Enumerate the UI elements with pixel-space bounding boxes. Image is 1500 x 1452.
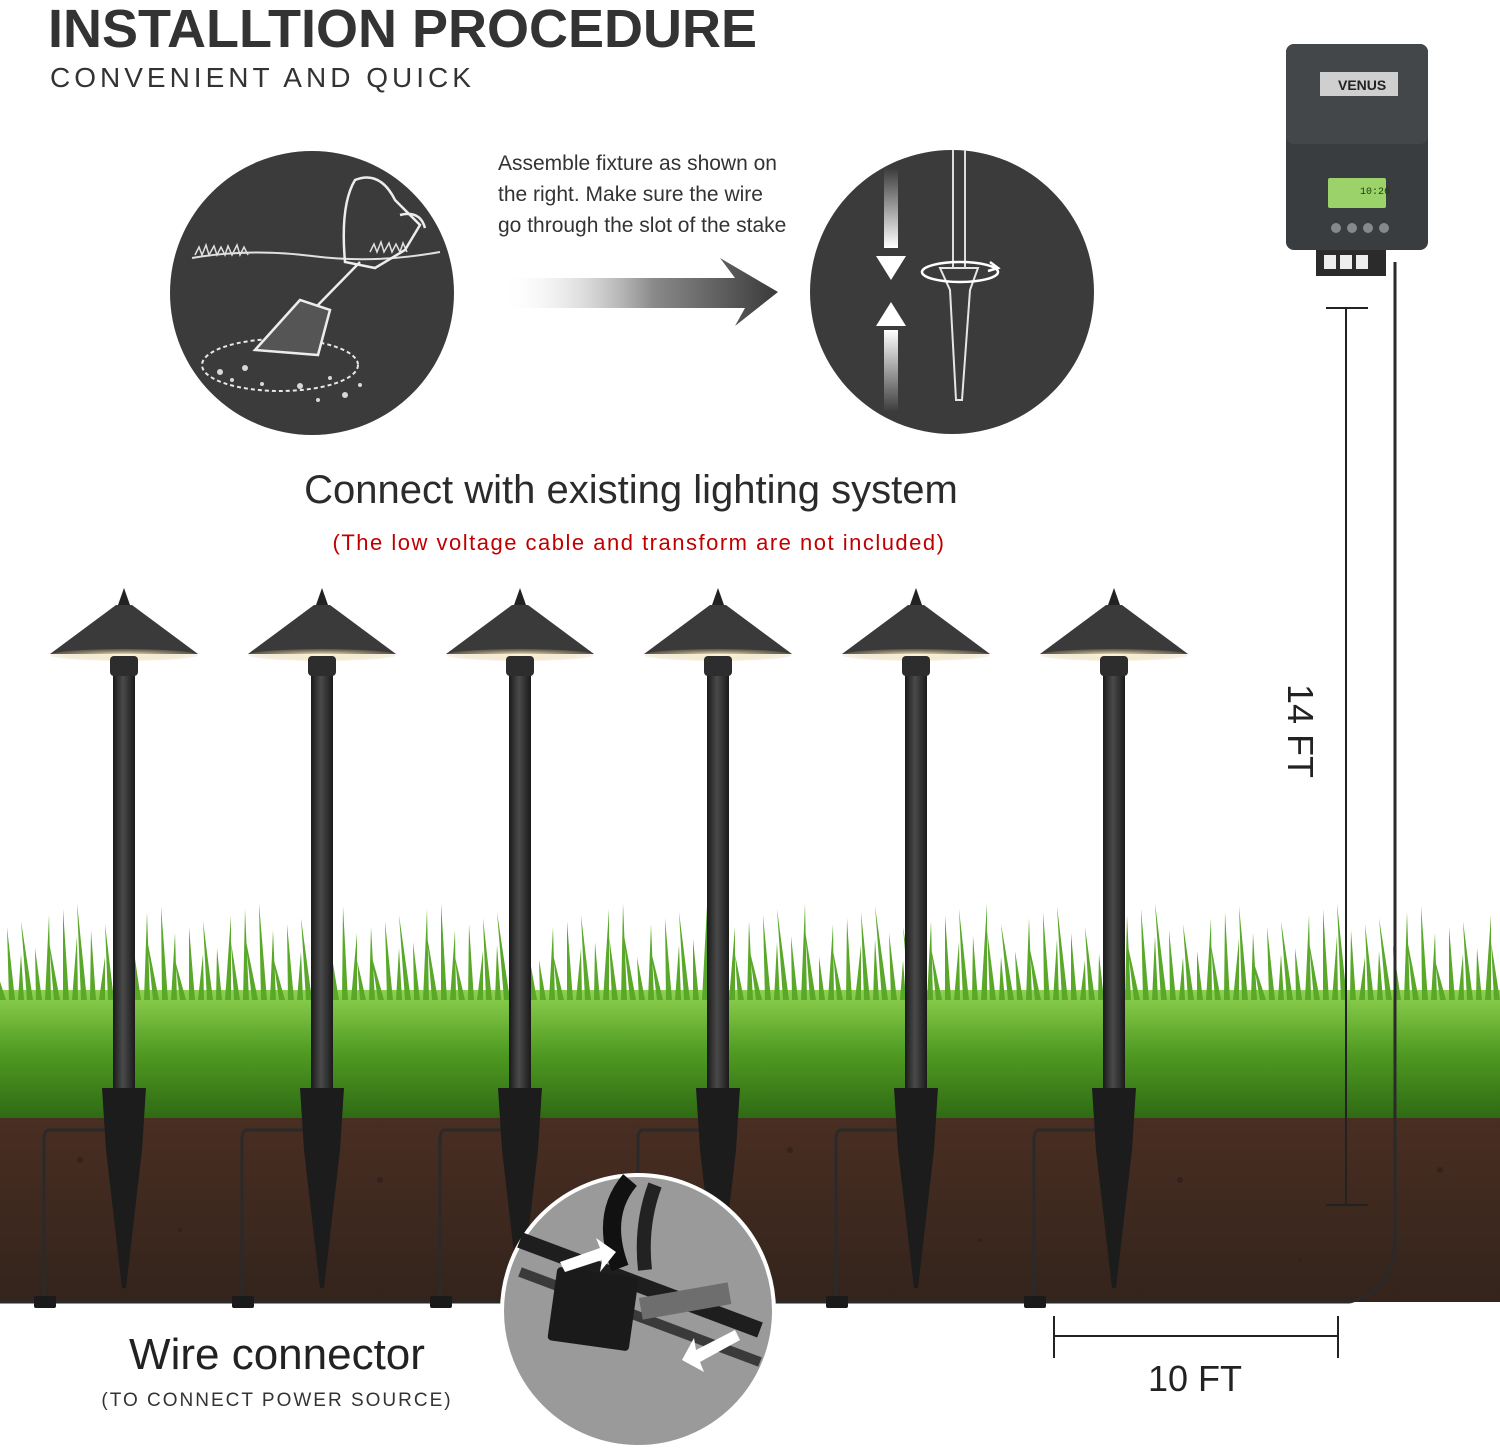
path-light (34, 588, 198, 1308)
shovel-icon (252, 176, 427, 357)
path-light (826, 588, 990, 1308)
dimension-horizontal-label: 10 FT (1147, 1358, 1243, 1399)
dig-illustration (170, 151, 454, 435)
path-light (628, 588, 792, 1308)
section-note: (The low voltage cable and transform are… (332, 530, 946, 555)
path-light (430, 588, 594, 1308)
wire-connector-label: Wire connector (129, 1330, 425, 1379)
path-light (1024, 588, 1188, 1308)
transformer-brand: VENUS (1338, 77, 1386, 93)
path-light (232, 588, 396, 1308)
transformer-display: 10:26 (1360, 187, 1390, 198)
transformer-icon: VENUS 10:26 (1286, 44, 1428, 276)
step-instruction: Assemble fixture as shown on the right. … (498, 152, 787, 237)
dimension-vertical (1326, 307, 1368, 1206)
arrow-right-icon (500, 258, 778, 326)
dimension-horizontal (1053, 1316, 1339, 1358)
wire-connector-icon (500, 1173, 776, 1449)
stake-assembly-icon (810, 150, 1094, 434)
section-heading: Connect with existing lighting system (304, 468, 958, 512)
rotate-icon (920, 260, 1001, 284)
page-title: INSTALLTION PROCEDURE (48, 0, 757, 59)
dimension-vertical-label: 14 FT (1280, 683, 1321, 779)
page-subtitle: CONVENIENT AND QUICK (50, 62, 475, 93)
grass-layer (0, 903, 1500, 1118)
wire-connector-sublabel: (TO CONNECT POWER SOURCE) (101, 1390, 453, 1411)
